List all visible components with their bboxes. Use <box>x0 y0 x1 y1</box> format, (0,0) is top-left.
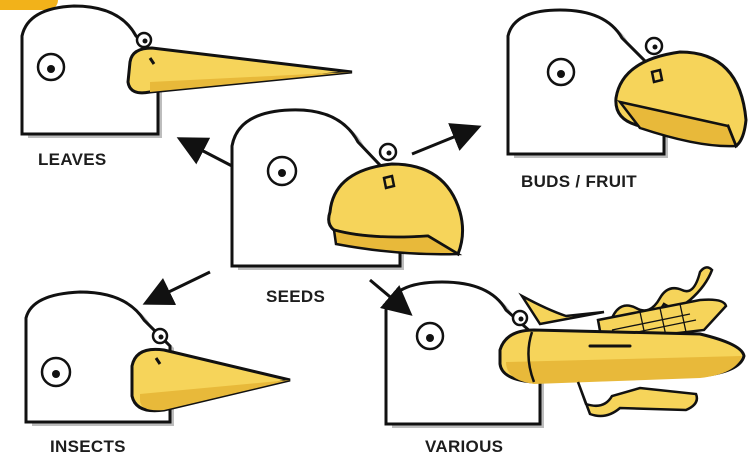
label-leaves: LEAVES <box>38 150 107 170</box>
label-buds-fruit: BUDS / FRUIT <box>521 172 637 192</box>
hook-tool-icon <box>578 382 697 416</box>
arrow-to-leaves <box>182 140 232 166</box>
insects-bird-head <box>26 292 290 426</box>
various-bird-head <box>386 267 744 428</box>
seeds-bird-head <box>232 110 463 270</box>
label-seeds: SEEDS <box>266 287 325 307</box>
arrow-to-buds <box>412 128 476 154</box>
buds-bird-head <box>508 10 746 158</box>
label-various: VARIOUS <box>425 437 503 457</box>
arrow-to-insects <box>148 272 210 302</box>
label-insects: INSECTS <box>50 437 126 457</box>
